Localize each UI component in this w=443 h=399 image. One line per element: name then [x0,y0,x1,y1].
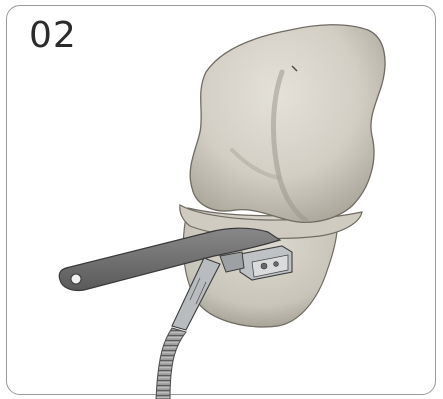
guide-pin-2 [274,262,279,267]
femur-bone [190,25,385,223]
guide-pin [261,263,267,269]
blade-hole [71,274,81,284]
saw-cable [156,328,186,399]
